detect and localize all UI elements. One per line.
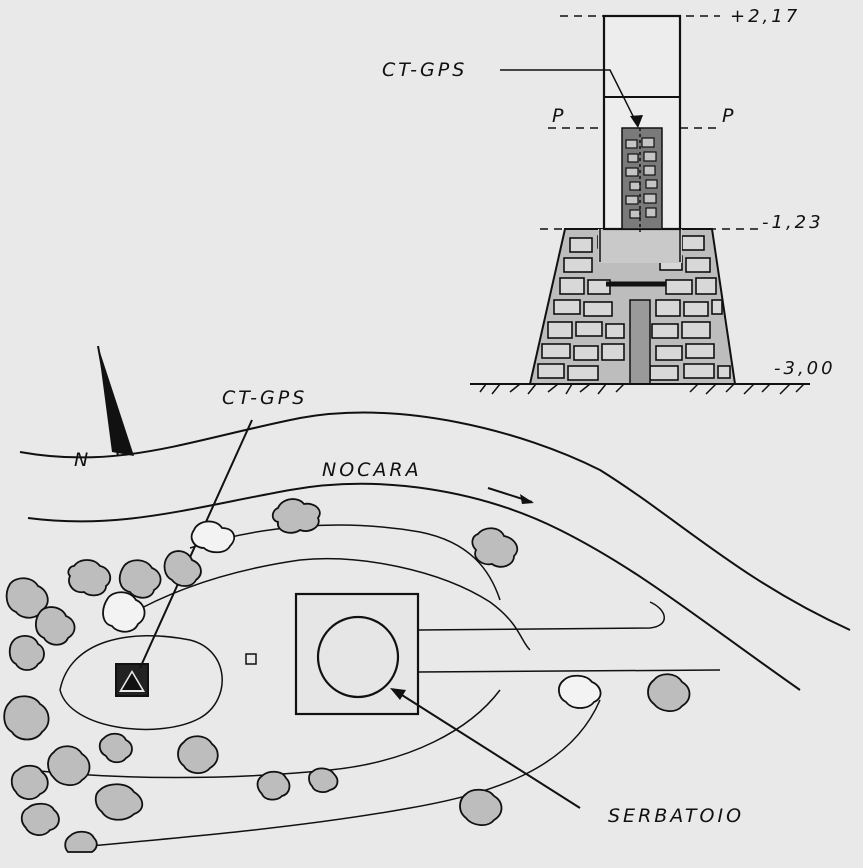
vegetation [3, 498, 691, 853]
tank-circle [316, 615, 400, 699]
bush [647, 673, 691, 712]
bush [163, 550, 202, 587]
bush [20, 802, 60, 836]
section-gps-label: CT-GPS [382, 59, 467, 81]
north-arrow: N [74, 345, 134, 471]
gps-station-triangle [122, 673, 142, 690]
bush [118, 559, 162, 599]
bush [271, 498, 321, 534]
section-gps-arrowhead [630, 115, 643, 128]
bush [471, 527, 519, 568]
river-label: NOCARA [322, 459, 422, 481]
tank-leader-arrowhead [390, 688, 406, 700]
ground-hatching [479, 383, 805, 395]
tank-leader [393, 689, 581, 809]
north-label: N [74, 449, 91, 471]
river-bank-lower [27, 482, 801, 691]
foundation-rod [629, 299, 651, 385]
contour-hilltop [59, 634, 223, 731]
concrete-core [598, 229, 682, 263]
bush [102, 591, 146, 633]
plan-gps-label: CT-GPS [222, 387, 307, 409]
elevation-top-label: +2,17 [730, 6, 800, 27]
plane-label-left: P [552, 105, 566, 127]
small-marker [245, 653, 257, 665]
bush [10, 764, 49, 800]
bush [35, 606, 76, 646]
bush [94, 783, 144, 821]
site-plan-view: N NOCARA SERBATOIO CT-GPS [3, 345, 851, 853]
pillar-stones [625, 137, 658, 219]
bush [256, 770, 291, 801]
river-flow-arrowhead [520, 494, 534, 504]
bush [47, 745, 91, 786]
north-arrow-head [98, 346, 134, 456]
bush [98, 732, 133, 764]
elevation-bottom-label: -3,00 [774, 358, 836, 379]
plane-label-right: P [722, 105, 736, 127]
bush [308, 767, 339, 793]
access-road-upper [417, 601, 665, 631]
contour-line-3 [29, 689, 501, 779]
contour-line-2 [119, 558, 531, 651]
section-gps-leader [500, 69, 639, 127]
river-bank-upper [19, 411, 851, 631]
bush [67, 559, 112, 597]
bush [459, 788, 503, 826]
benchmark-section-view: +2,17 -1,23 -3,00 CT-GPS P P [382, 6, 836, 395]
bush [8, 635, 45, 671]
bush [3, 695, 50, 741]
tank-label: SERBATOIO [608, 805, 744, 827]
contour-line-1 [189, 524, 501, 601]
bush [177, 735, 219, 774]
bush [64, 830, 98, 853]
elevation-mid-label: -1,23 [762, 212, 824, 233]
contour-line-4 [89, 699, 601, 847]
bush [558, 674, 602, 709]
bush [190, 520, 236, 554]
access-road-lower [417, 669, 721, 673]
